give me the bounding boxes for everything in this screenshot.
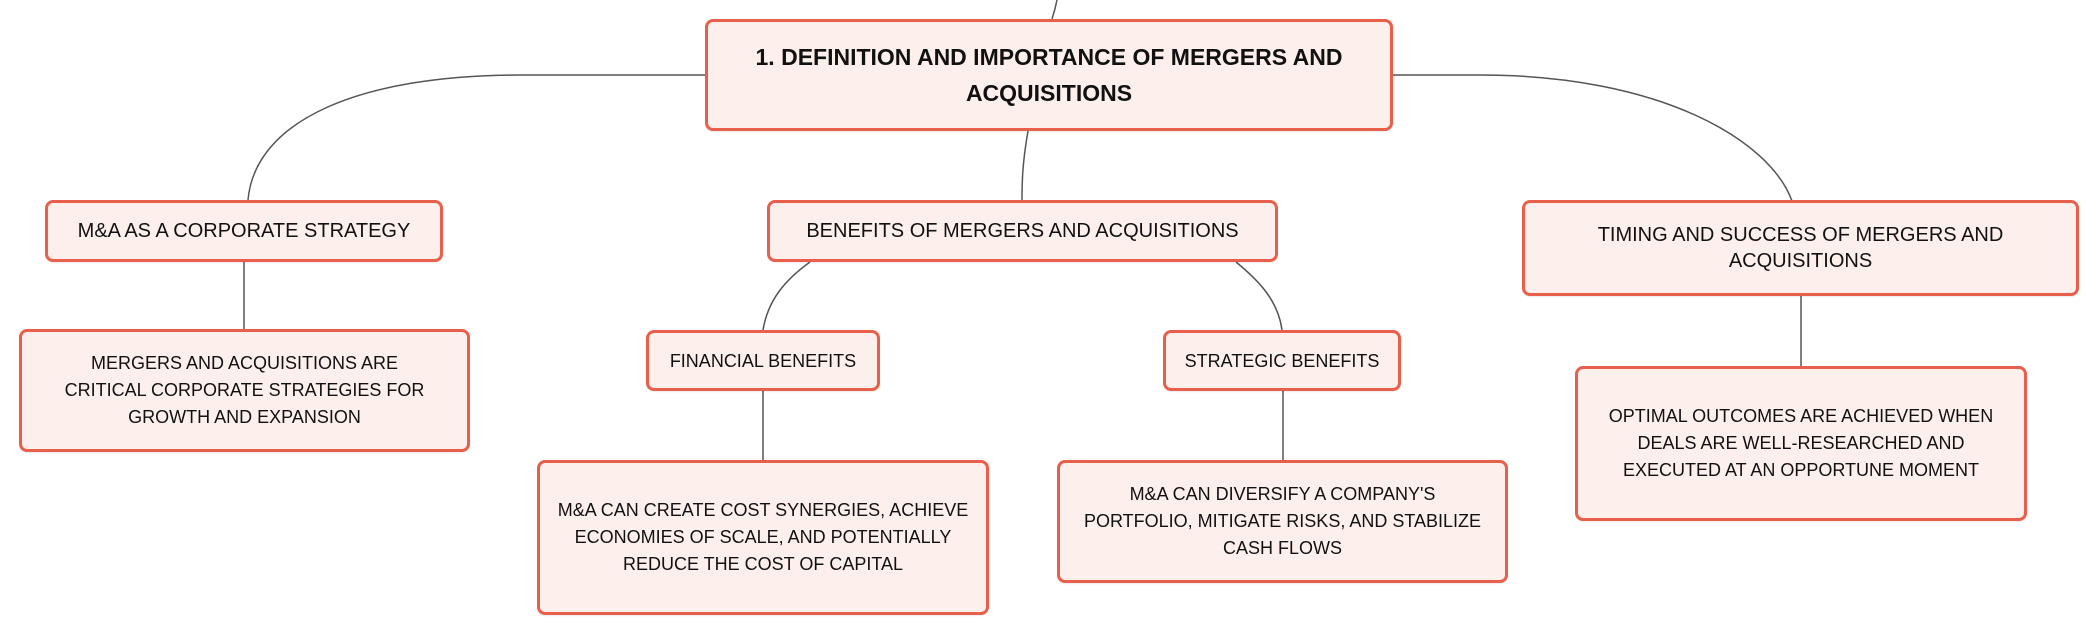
connector-benefits-to-financial [762,261,811,331]
strategic-benefits-label: STRATEGIC BENEFITS [1184,350,1380,371]
connector-root-to-benefits [1021,130,1029,202]
timing-success-detail-text: OPTIMAL OUTCOMES ARE ACHIEVED WHEN DEALS… [1608,406,1994,480]
financial-benefits-detail-node[interactable]: M&A CAN CREATE COST SYNERGIES, ACHIEVE E… [537,460,989,615]
timing-success-node[interactable]: TIMING AND SUCCESS OF MERGERS AND ACQUIS… [1522,200,2079,296]
benefits-label: BENEFITS OF MERGERS AND ACQUISITIONS [806,220,1239,242]
corporate-strategy-node[interactable]: M&A AS A CORPORATE STRATEGY [45,200,443,262]
strategic-benefits-detail-text: M&A CAN DIVERSIFY A COMPANY'S PORTFOLIO,… [1083,484,1482,558]
root-topic-label: 1. DEFINITION AND IMPORTANCE OF MERGERS … [755,44,1343,106]
financial-benefits-detail-text: M&A CAN CREATE COST SYNERGIES, ACHIEVE E… [557,500,969,574]
strategic-benefits-detail-node[interactable]: M&A CAN DIVERSIFY A COMPANY'S PORTFOLIO,… [1057,460,1508,583]
timing-success-label: TIMING AND SUCCESS OF MERGERS AND ACQUIS… [1597,224,2004,272]
connector-parent-to-root [1051,0,1058,20]
corporate-strategy-label: M&A AS A CORPORATE STRATEGY [77,220,411,242]
connector-root-to-corporate-strategy [247,74,705,201]
timing-success-detail-node[interactable]: OPTIMAL OUTCOMES ARE ACHIEVED WHEN DEALS… [1575,366,2027,521]
corporate-strategy-detail-node[interactable]: MERGERS AND ACQUISITIONS ARE CRITICAL CO… [19,329,470,452]
connector-root-to-timing [1392,74,1793,202]
benefits-node[interactable]: BENEFITS OF MERGERS AND ACQUISITIONS [767,200,1278,262]
financial-benefits-node[interactable]: FINANCIAL BENEFITS [646,330,880,391]
connector-benefits-to-strategic [1235,261,1283,331]
root-topic-node[interactable]: 1. DEFINITION AND IMPORTANCE OF MERGERS … [705,19,1393,131]
financial-benefits-label: FINANCIAL BENEFITS [669,350,857,371]
corporate-strategy-detail-text: MERGERS AND ACQUISITIONS ARE CRITICAL CO… [64,353,425,427]
strategic-benefits-node[interactable]: STRATEGIC BENEFITS [1163,330,1401,391]
